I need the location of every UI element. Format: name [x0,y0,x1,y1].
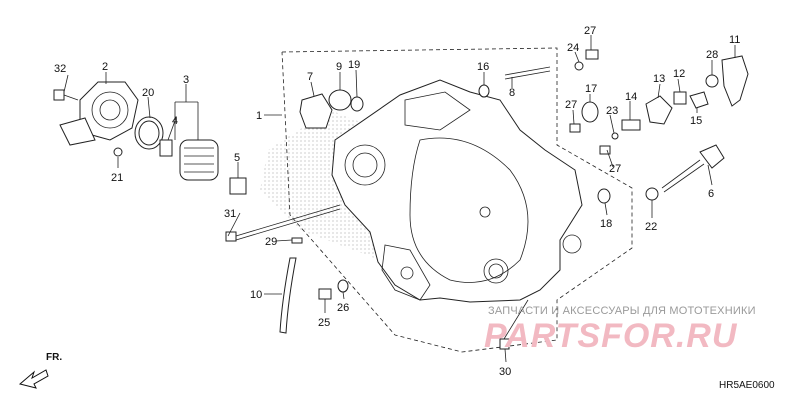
callout-22: 22 [645,221,657,233]
callout-26: 26 [337,302,349,314]
callout-12: 12 [673,68,685,80]
callout-numbers: 32 2 20 3 4 21 5 31 29 10 1 7 9 19 16 8 … [54,25,740,378]
bolt-31 [225,204,341,242]
callout-18: 18 [600,218,612,230]
callout-20: 20 [142,87,154,99]
bushing-18 [597,188,611,204]
dipstick-6 [661,144,725,193]
callout-10: 10 [250,289,262,301]
bracket-11 [721,55,749,107]
spring-5 [229,177,247,195]
diagram-code: HR5AE0600 [719,380,775,391]
ring-24 [574,61,584,71]
hose-10 [279,257,297,334]
leader-lines [63,35,736,363]
direction-label: FR. [46,352,63,363]
filter-cover [59,81,139,146]
callout-4: 4 [172,115,178,127]
washer-16 [478,84,490,98]
callout-24: 24 [567,42,579,54]
callout-31: 31 [224,208,236,220]
callout-8: 8 [509,87,515,99]
pin-27-c [599,145,611,155]
assembly-boundary [281,47,633,353]
pin-27-a [585,49,599,60]
callout-19: 19 [348,59,360,71]
bearing-17 [581,101,599,123]
watermark-tagline: ЗАПЧАСТИ И АКСЕССУАРЫ ДЛЯ МОТОТЕХНИКИ [488,305,756,317]
washer-21 [113,147,123,157]
callout-11: 11 [729,34,740,46]
oil-filter-3 [179,139,219,181]
callout-27-top: 27 [584,25,596,37]
callout-15: 15 [690,115,702,127]
callout-1: 1 [256,110,262,122]
pin-29 [291,237,303,244]
callout-13: 13 [653,73,665,85]
callout-27-mid: 27 [565,99,577,111]
callout-14: 14 [625,91,637,103]
bolt-32 [53,89,79,101]
ring-19 [350,96,364,112]
crankcase-cover [331,79,583,303]
callout-9: 9 [336,61,342,73]
callout-6: 6 [708,188,714,200]
spring-4 [159,139,173,157]
fitting-14 [621,119,641,131]
callout-7: 7 [307,71,313,83]
callout-16: 16 [477,61,489,73]
callout-28: 28 [706,49,718,61]
watermark-brand: PARTSFOR.RU [484,317,738,355]
housing-13 [645,95,673,125]
callout-21: 21 [111,172,123,184]
callout-3: 3 [183,74,189,86]
callout-17: 17 [585,83,597,95]
rod-8 [504,66,551,80]
callout-30: 30 [499,366,511,378]
washer-26 [337,279,349,293]
cap-9 [328,89,352,111]
part-15 [689,91,709,109]
front-arrow-icon [18,369,49,389]
spring-12 [673,91,687,105]
callout-29: 29 [265,236,277,248]
part-7 [299,93,333,129]
pin-27-b [569,123,581,133]
callout-27-low: 27 [609,163,621,175]
callout-23: 23 [606,105,618,117]
callout-25: 25 [318,317,330,329]
ring-28 [705,74,719,88]
washer-23 [611,132,619,140]
callout-5: 5 [234,152,240,164]
bolt-30 [499,299,529,350]
callout-2: 2 [102,61,108,73]
callout-32: 32 [54,63,66,75]
ring-22 [645,187,659,201]
nut-25 [318,288,332,300]
